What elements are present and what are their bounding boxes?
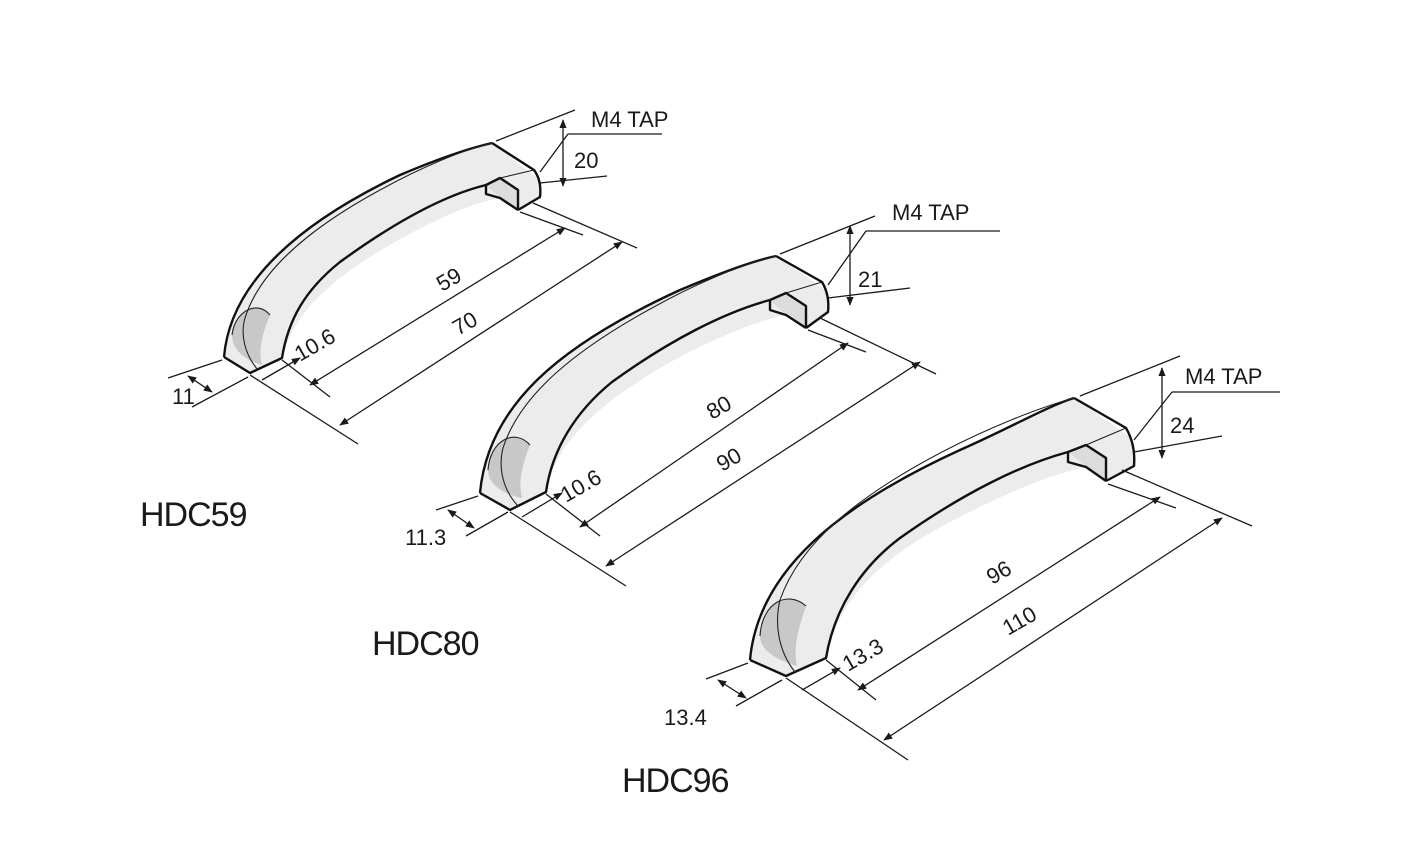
handle-hdc80: M4 TAP 21 80 90 10.6 11.3 HDC80	[372, 200, 1000, 663]
handle-body	[478, 254, 830, 512]
handle-hdc96: M4 TAP 24 96 110 13.3 13.4 HDC96	[622, 355, 1280, 800]
width-label: 13.4	[664, 705, 707, 730]
height-label: 21	[858, 267, 882, 292]
thickness-label: 10.6	[556, 464, 606, 507]
tap-label: M4 TAP	[892, 200, 969, 225]
dimension-lines	[705, 355, 1280, 761]
length-label: 90	[712, 442, 746, 476]
pitch-label: 96	[982, 555, 1016, 589]
handle-body	[222, 141, 542, 375]
model-label: HDC59	[140, 496, 247, 534]
handle-body	[748, 396, 1136, 678]
model-label: HDC80	[372, 625, 479, 663]
length-label: 110	[998, 601, 1041, 640]
pitch-label: 59	[432, 262, 466, 296]
width-label: 11.3	[405, 525, 446, 550]
tap-label: M4 TAP	[1185, 364, 1262, 389]
width-label: 11	[172, 384, 195, 409]
height-label: 20	[574, 148, 598, 173]
tap-label: M4 TAP	[591, 107, 668, 132]
dimension-lines	[167, 109, 662, 445]
thickness-label: 13.3	[838, 633, 888, 676]
pitch-label: 80	[702, 390, 736, 424]
height-label: 24	[1170, 413, 1194, 438]
dimension-lines	[435, 215, 1000, 587]
handle-hdc59: M4 TAP 20 59 70 10.6 11 HDC59	[140, 107, 668, 534]
model-label: HDC96	[622, 762, 729, 800]
length-label: 70	[448, 306, 482, 340]
